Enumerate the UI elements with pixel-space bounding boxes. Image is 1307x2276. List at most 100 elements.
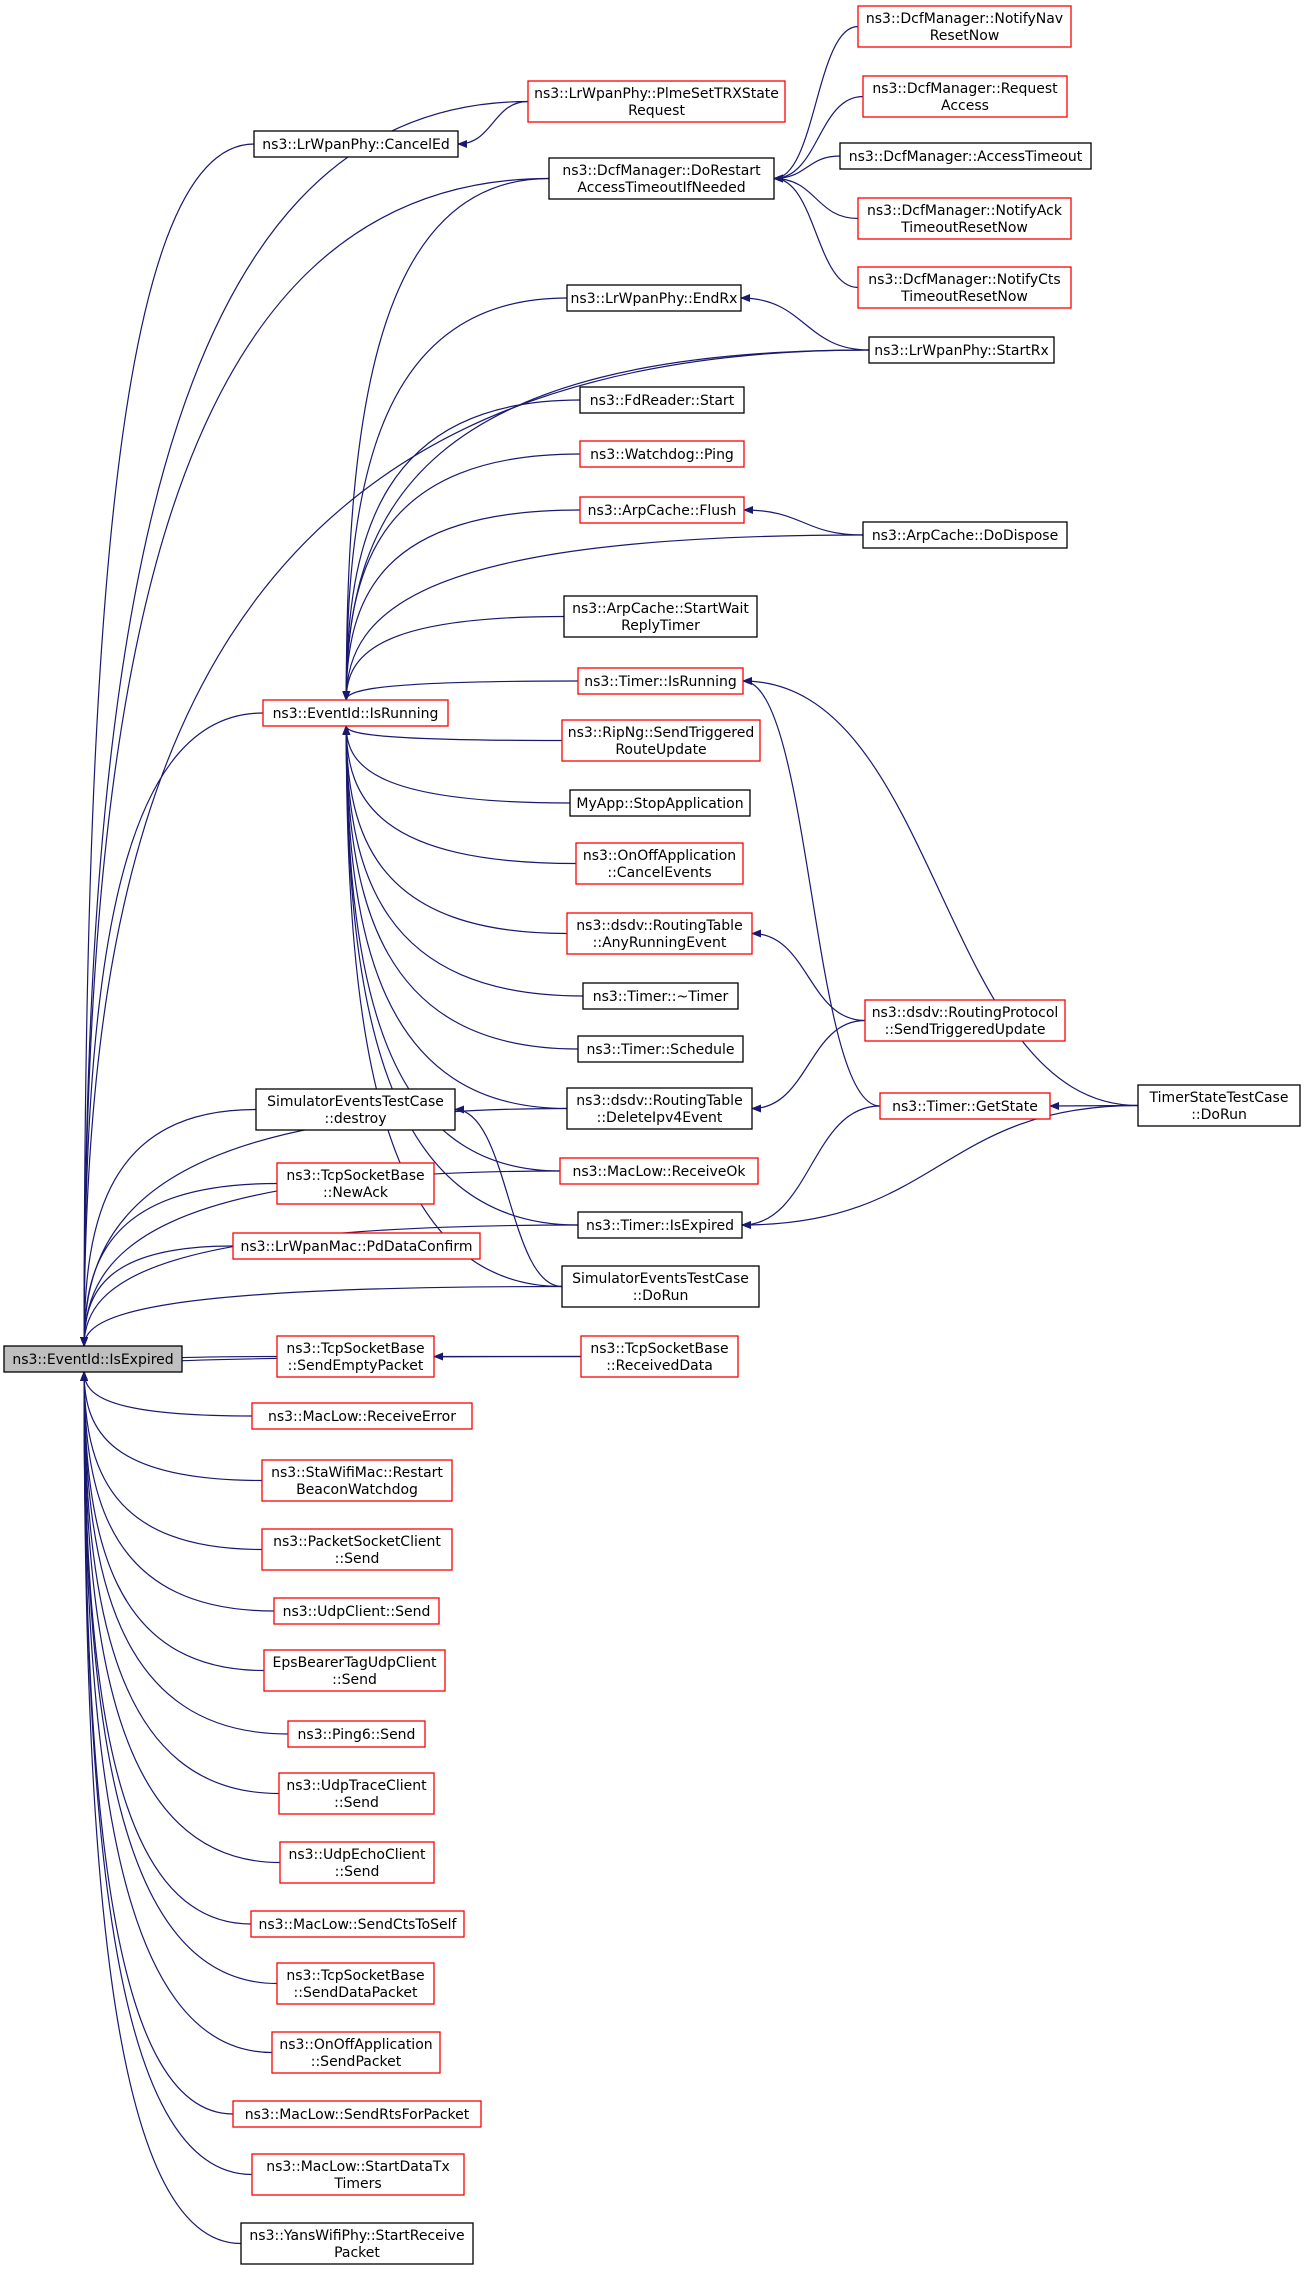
- edge-sendTriggered-to-anyRunning: [751, 929, 866, 1022]
- graph-node-endRx[interactable]: ns3::LrWpanPhy::EndRx: [566, 284, 742, 312]
- graph-node-deleteIpv4[interactable]: ns3::dsdv::RoutingTable::DeleteIpv4Event: [566, 1087, 753, 1130]
- graph-node-fdStart[interactable]: ns3::FdReader::Start: [579, 386, 745, 414]
- node-box: [561, 719, 761, 762]
- node-label: TimeoutResetNow: [900, 289, 1028, 305]
- graph-node-cancelEd[interactable]: ns3::LrWpanPhy::CancelEd: [253, 130, 459, 158]
- edge-plme-to-cancelEd: [457, 100, 529, 148]
- node-label: ns3::ArpCache::Flush: [588, 503, 737, 519]
- node-label: ns3::DcfManager::Request: [872, 81, 1058, 97]
- node-label: ns3::ArpCache::DoDispose: [872, 528, 1058, 544]
- edge-startRx-to-endRx: [740, 294, 870, 351]
- edge-timerIsRunning-to-isRunning: [342, 680, 579, 701]
- node-box: [582, 982, 739, 1010]
- graph-node-receivedData[interactable]: ns3::TcpSocketBase::ReceivedData: [580, 1335, 739, 1378]
- graph-node-timerIsRunning[interactable]: ns3::Timer::IsRunning: [577, 667, 744, 695]
- node-box: [857, 266, 1072, 309]
- graph-node-myapp[interactable]: MyApp::StopApplication: [569, 789, 751, 817]
- graph-node-timerIsExpired[interactable]: ns3::Timer::IsExpired: [577, 1211, 743, 1239]
- node-box: [273, 1597, 440, 1625]
- node-box: [862, 75, 1068, 118]
- graph-node-ctsToSelf[interactable]: ns3::MacLow::SendCtsToSelf: [250, 1910, 465, 1938]
- graph-node-sendEmpty[interactable]: ns3::TcpSocketBase::SendEmptyPacket: [276, 1335, 435, 1378]
- edges-layer: [80, 25, 1139, 2245]
- graph-node-ping[interactable]: ns3::Watchdog::Ping: [579, 440, 745, 468]
- edge-simDoRun-to-simDestroy: [454, 1105, 563, 1288]
- graph-node-epsBearer[interactable]: EpsBearerTagUdpClient::Send: [263, 1649, 446, 1692]
- edge-startRx-to-root: [80, 349, 870, 1347]
- graph-node-startRx[interactable]: ns3::LrWpanPhy::StartRx: [868, 336, 1055, 364]
- node-label: ns3::MacLow::ReceiveError: [268, 1409, 456, 1425]
- graph-node-timerStateDoRun[interactable]: TimerStateTestCase::DoRun: [1137, 1084, 1301, 1127]
- graph-node-timerDtor[interactable]: ns3::Timer::~Timer: [582, 982, 739, 1010]
- node-box: [251, 1402, 473, 1430]
- node-box: [566, 912, 753, 955]
- graph-node-sendData[interactable]: ns3::TcpSocketBase::SendDataPacket: [276, 1962, 435, 2005]
- node-label: ::Send: [334, 1795, 379, 1811]
- node-label: ::SendEmptyPacket: [288, 1358, 424, 1374]
- graph-node-isRunning[interactable]: ns3::EventId::IsRunning: [262, 699, 449, 727]
- node-label: EpsBearerTagUdpClient: [273, 1655, 437, 1671]
- graph-node-ping6[interactable]: ns3::Ping6::Send: [287, 1720, 426, 1748]
- node-box: [577, 667, 744, 695]
- node-box: [577, 1211, 743, 1239]
- node-label: ns3::Timer::IsRunning: [584, 674, 737, 690]
- graph-node-simDoRun[interactable]: SimulatorEventsTestCase::DoRun: [561, 1265, 760, 1308]
- graph-node-rtsForPacket[interactable]: ns3::MacLow::SendRtsForPacket: [232, 2100, 482, 2128]
- edge-dcfRestart-to-root: [80, 177, 550, 1347]
- node-label: ns3::DcfManager::NotifyCts: [868, 272, 1060, 288]
- graph-node-newAck[interactable]: ns3::TcpSocketBase::NewAck: [276, 1162, 435, 1205]
- node-label: ns3::DcfManager::NotifyNav: [866, 11, 1063, 27]
- node-box: [279, 1841, 435, 1884]
- graph-node-onoffCancel[interactable]: ns3::OnOffApplication::CancelEvents: [575, 842, 744, 885]
- graph-node-anyRunning[interactable]: ns3::dsdv::RoutingTable::AnyRunningEvent: [566, 912, 753, 955]
- graph-node-doDispose[interactable]: ns3::ArpCache::DoDispose: [862, 521, 1068, 549]
- edge-timerIsExpired-to-isRunning: [342, 725, 579, 1226]
- node-label: ns3::TcpSocketBase: [286, 1168, 424, 1184]
- node-label: Access: [941, 98, 989, 114]
- node-label: BeaconWatchdog: [296, 1482, 418, 1498]
- graph-node-udpClient[interactable]: ns3::UdpClient::Send: [273, 1597, 440, 1625]
- node-label: ns3::DcfManager::NotifyAck: [867, 203, 1063, 219]
- edge-timerStateDoRun-to-timerIsExpired: [741, 1104, 1139, 1229]
- edge-timerDtor-to-isRunning: [342, 725, 584, 997]
- graph-node-udpTrace[interactable]: ns3::UdpTraceClient::Send: [278, 1772, 435, 1815]
- graph-node-notifyAck[interactable]: ns3::DcfManager::NotifyAckTimeoutResetNo…: [857, 197, 1072, 240]
- graph-node-pdData[interactable]: ns3::LrWpanMac::PdDataConfirm: [232, 1232, 481, 1260]
- node-label: SimulatorEventsTestCase: [572, 1271, 749, 1287]
- node-box: [262, 699, 449, 727]
- node-box: [276, 1162, 435, 1205]
- graph-node-receiveOk[interactable]: ns3::MacLow::ReceiveOk: [559, 1157, 759, 1185]
- graph-node-recvError[interactable]: ns3::MacLow::ReceiveError: [251, 1402, 473, 1430]
- graph-node-udpEcho[interactable]: ns3::UdpEchoClient::Send: [279, 1841, 435, 1884]
- node-box: [563, 595, 758, 638]
- node-label: ::Send: [332, 1672, 377, 1688]
- graph-node-flush[interactable]: ns3::ArpCache::Flush: [579, 496, 745, 524]
- node-label: ::AnyRunningEvent: [593, 935, 727, 951]
- node-box: [3, 1345, 183, 1373]
- edge-ctsToSelf-to-root: [80, 1371, 252, 1925]
- edge-getState-to-timerIsRunning: [742, 677, 881, 1107]
- edge-ping-to-isRunning: [342, 453, 581, 701]
- node-label: ns3::Timer::~Timer: [593, 989, 729, 1005]
- node-label: ns3::TcpSocketBase: [590, 1341, 728, 1357]
- graph-node-sendTriggered[interactable]: ns3::dsdv::RoutingProtocol::SendTriggere…: [864, 999, 1066, 1042]
- graph-node-packetSocket[interactable]: ns3::PacketSocketClient::Send: [261, 1528, 453, 1571]
- graph-node-simDestroy[interactable]: SimulatorEventsTestCase::destroy: [255, 1088, 456, 1131]
- graph-node-onoffSend[interactable]: ns3::OnOffApplication::SendPacket: [271, 2031, 441, 2074]
- node-box: [527, 80, 786, 123]
- node-box: [580, 1335, 739, 1378]
- graph-node-notifyCts[interactable]: ns3::DcfManager::NotifyCtsTimeoutResetNo…: [857, 266, 1072, 309]
- node-box: [251, 2153, 465, 2196]
- graph-node-schedule[interactable]: ns3::Timer::Schedule: [577, 1035, 744, 1063]
- graph-node-getState[interactable]: ns3::Timer::GetState: [879, 1092, 1051, 1120]
- graph-node-dcfRestart[interactable]: ns3::DcfManager::DoRestartAccessTimeoutI…: [548, 157, 775, 200]
- graph-node-accessTimeout[interactable]: ns3::DcfManager::AccessTimeout: [839, 142, 1092, 170]
